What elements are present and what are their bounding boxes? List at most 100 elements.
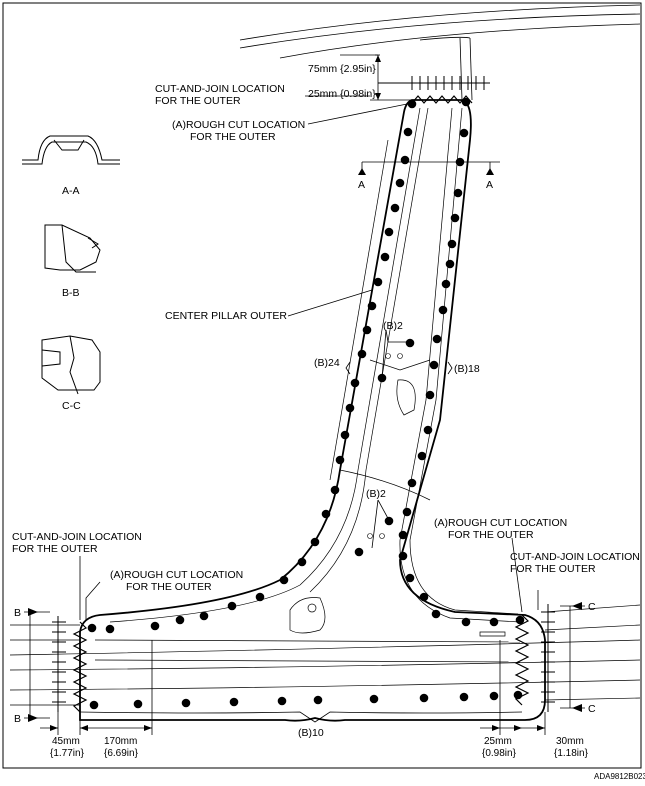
spot-weld-dot (459, 128, 469, 138)
spot-weld-dot (398, 530, 408, 540)
spot-weld-dot (175, 615, 185, 625)
spot-weld-dot (419, 592, 429, 602)
spot-weld-dot (150, 621, 160, 631)
section-a-left: A (358, 179, 365, 191)
spot-weld-dot (330, 485, 340, 495)
spot-weld-dot (362, 325, 372, 335)
rough-top-line2: FOR THE OUTER (190, 131, 276, 143)
spot-weld-dot (405, 338, 415, 348)
cut-join-top-line1: CUT-AND-JOIN LOCATION (155, 83, 285, 95)
spot-weld-dot (227, 601, 237, 611)
dim-75-label: 75mm {2.95in} (308, 63, 376, 75)
spot-weld-dot (419, 693, 429, 703)
b18-label: (B)18 (454, 363, 480, 375)
spot-weld-dot (279, 575, 289, 585)
spot-weld-dot (321, 509, 331, 519)
dim-45-line1: 45mm (52, 736, 80, 747)
cut-join-right-line1: CUT-AND-JOIN LOCATION (510, 551, 640, 563)
spot-weld-dot (310, 537, 320, 547)
section-aa-sketch (22, 135, 120, 165)
spot-weld-dot (403, 127, 413, 137)
spot-weld-dot (425, 390, 435, 400)
spot-weld-dot (459, 692, 469, 702)
cut-join-hatches (52, 76, 555, 712)
section-arrows (28, 55, 582, 731)
cut-join-right-line2: FOR THE OUTER (510, 563, 596, 575)
section-aa-label: A-A (62, 185, 80, 197)
section-c-top: C (588, 601, 596, 613)
spot-weld-dot (390, 203, 400, 213)
spot-weld-dot (461, 97, 471, 107)
b2-upper-label: (B)2 (383, 320, 403, 332)
figure-code: ADA9812B023 (594, 772, 645, 781)
rough-left-line1: (A)ROUGH CUT LOCATION (110, 569, 243, 581)
labels: CUT-AND-JOIN LOCATION FOR THE OUTER (A)R… (12, 63, 645, 781)
rough-cut-lines (72, 95, 530, 713)
dim-25-bottom-line2: {0.98in} (482, 748, 517, 759)
spot-weld-dot (405, 573, 415, 583)
spot-weld-dot (407, 478, 417, 488)
spot-weld-dot (447, 239, 457, 249)
roof-panel (239, 4, 641, 101)
frame (2, 2, 642, 769)
spot-weld-dot (350, 378, 360, 388)
dimension-lines (24, 54, 585, 735)
spot-weld-dot (445, 259, 455, 269)
spot-weld-dot (417, 451, 427, 461)
spot-weld-dot (255, 592, 265, 602)
spot-weld-dot (133, 699, 143, 709)
spot-weld-dot (407, 99, 417, 109)
spot-weld-dot (105, 624, 115, 634)
spot-weld-dot (461, 617, 471, 627)
spot-welds (87, 97, 525, 710)
spot-weld-dot (438, 305, 448, 315)
b2-lower-label: (B)2 (366, 488, 386, 500)
rough-left-line2: FOR THE OUTER (126, 581, 212, 593)
rough-right-line2: FOR THE OUTER (448, 529, 534, 541)
section-cc-sketch (41, 335, 101, 395)
spot-weld-dot (199, 611, 209, 621)
spot-weld-dot (313, 695, 323, 705)
spot-weld-dot (515, 615, 525, 625)
section-bb-label: B-B (62, 287, 80, 299)
section-bb-sketch (44, 224, 101, 273)
spot-weld-dot (423, 425, 433, 435)
spot-weld-dot (489, 617, 499, 627)
dim-45-line2: {1.77in} (50, 748, 85, 759)
dim-25-bottom-line1: 25mm (484, 736, 512, 747)
spot-weld-dot (429, 360, 439, 370)
spot-weld-dot (450, 213, 460, 223)
rough-right-line1: (A)ROUGH CUT LOCATION (434, 517, 567, 529)
dim-30-line1: 30mm (556, 736, 584, 747)
section-a-right: A (486, 179, 493, 191)
spot-weld-dot (87, 623, 97, 633)
spot-weld-dot (398, 551, 408, 561)
section-b-bottom: B (14, 713, 21, 725)
spot-weld-dot (345, 403, 355, 413)
section-b-top: B (14, 607, 21, 619)
rough-top-line1: (A)ROUGH CUT LOCATION (172, 119, 305, 131)
spot-weld-dot (402, 507, 412, 517)
spot-weld-dot (354, 547, 364, 557)
spot-weld-dot (489, 691, 499, 701)
b24-label: (B)24 (314, 357, 340, 369)
spot-weld-dot (229, 697, 239, 707)
dim-170-line2: {6.69in} (104, 748, 139, 759)
leader-lines (79, 95, 539, 620)
spot-weld-dot (367, 301, 377, 311)
spot-weld-dot (277, 696, 287, 706)
spot-weld-dot (340, 430, 350, 440)
spot-weld-dot (297, 557, 307, 567)
spot-weld-dot (441, 279, 451, 289)
dim-25-top-label: 25mm {0.98in} (308, 88, 376, 100)
spot-weld-dot (384, 227, 394, 237)
spot-weld-dot (380, 252, 390, 262)
section-cc-label: C-C (62, 400, 81, 412)
dim-30-line2: {1.18in} (554, 748, 589, 759)
dim-170-line1: 170mm (104, 736, 137, 747)
spot-weld-dot (357, 349, 367, 359)
spot-weld-dot (453, 188, 463, 198)
center-pillar-label: CENTER PILLAR OUTER (165, 310, 287, 322)
cut-join-left-line2: FOR THE OUTER (12, 543, 98, 555)
